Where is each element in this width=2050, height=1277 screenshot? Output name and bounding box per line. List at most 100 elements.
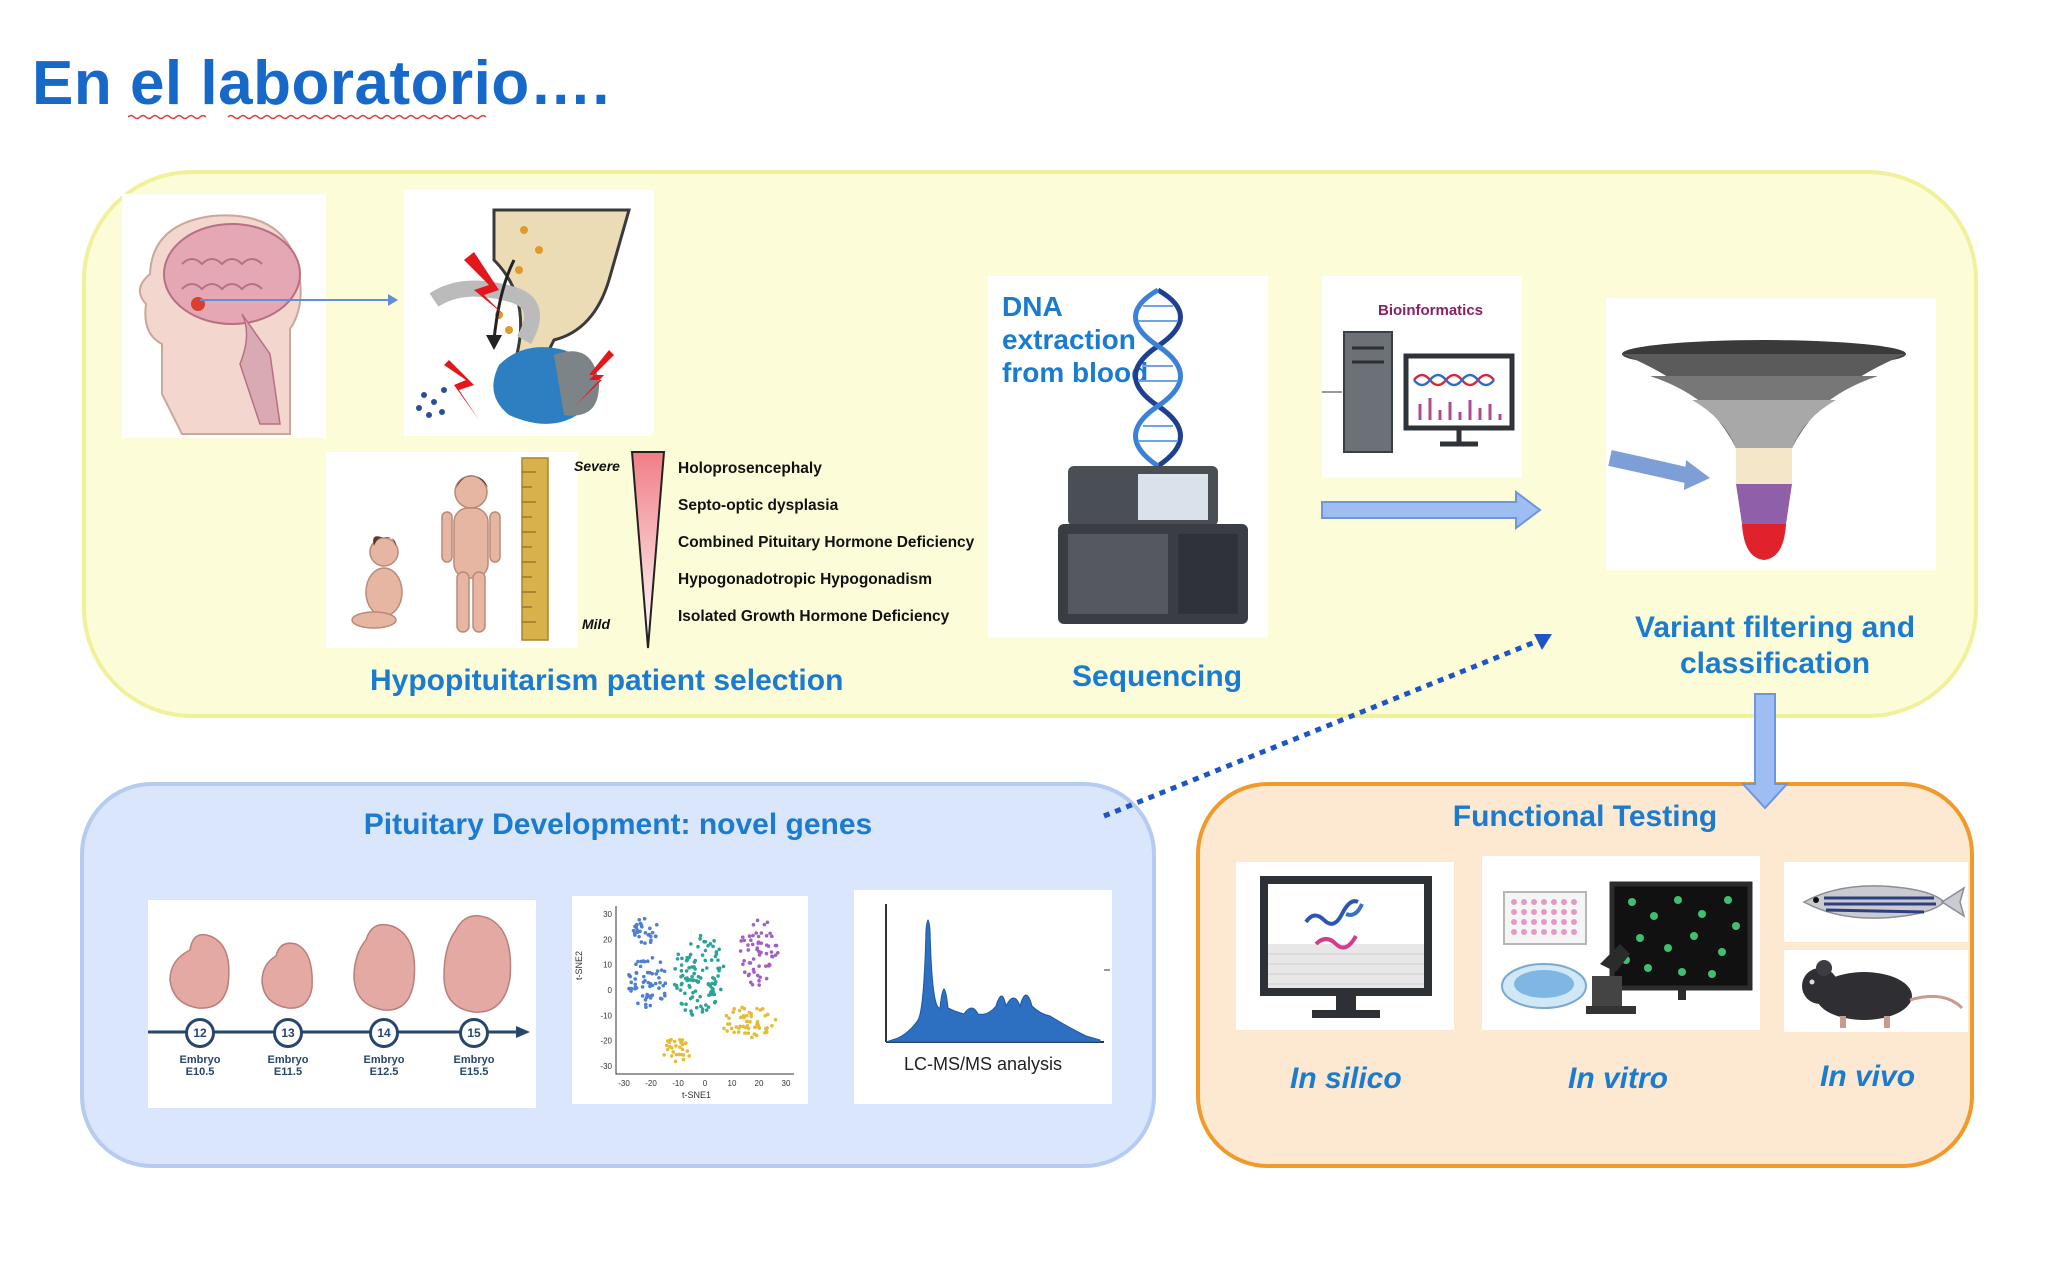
tsne-point xyxy=(643,931,648,935)
tsne-point xyxy=(767,963,772,967)
tsne-point xyxy=(636,1001,640,1006)
tsne-point xyxy=(695,998,700,1003)
embryo-stage-12: 12 Embryo E10.5 xyxy=(170,1018,230,1078)
tsne-point xyxy=(755,1006,759,1011)
tsne-point xyxy=(746,943,750,947)
tsne-point xyxy=(704,1003,708,1007)
tsne-point xyxy=(648,1003,653,1008)
tsne-y-tick-label: -20 xyxy=(600,1037,612,1046)
tsne-point xyxy=(629,986,634,991)
tsne-point xyxy=(746,973,751,978)
tsne-point xyxy=(669,1054,674,1058)
tsne-point xyxy=(738,1015,743,1020)
bioinformatics-label: Bioinformatics xyxy=(1378,302,1484,319)
tsne-point xyxy=(683,991,687,996)
tsne-point xyxy=(757,964,761,968)
workflow-arrow-right xyxy=(1321,490,1542,530)
tsne-point xyxy=(764,976,769,981)
in-vivo-label: In vivo xyxy=(1820,1060,1916,1093)
tsne-point xyxy=(762,922,767,927)
tsne-point xyxy=(671,1050,676,1054)
tsne-point xyxy=(688,978,692,982)
tsne-point xyxy=(718,987,723,992)
tsne-y-tick-label: 30 xyxy=(603,910,612,919)
tsne-point xyxy=(680,956,684,961)
tsne-point xyxy=(707,993,711,998)
tsne-point xyxy=(748,980,753,985)
tsne-point xyxy=(627,986,631,991)
tsne-point xyxy=(775,950,780,955)
tsne-point xyxy=(669,1046,674,1050)
tsne-point xyxy=(698,994,702,999)
tsne-point xyxy=(690,995,695,999)
tsne-point xyxy=(768,931,772,936)
tsne-point xyxy=(687,965,691,970)
tsne-point xyxy=(703,958,708,963)
tsne-point xyxy=(774,943,779,948)
tsne-point xyxy=(711,944,715,949)
tsne-point xyxy=(663,981,668,985)
tsne-point xyxy=(673,967,677,971)
tsne-point xyxy=(748,961,753,965)
tsne-point xyxy=(706,1005,711,1009)
tsne-point xyxy=(687,983,692,988)
tsne-point xyxy=(650,993,655,998)
slide-title: En el laboratorio…. xyxy=(32,49,610,118)
tsne-point xyxy=(716,958,720,962)
tsne-point xyxy=(658,980,662,985)
tsne-point xyxy=(694,1005,699,1010)
tsne-point xyxy=(740,935,745,939)
embryo-stage-13: 13 Embryo E11.5 xyxy=(258,1018,318,1078)
tsne-point xyxy=(737,1008,742,1013)
tsne-point xyxy=(757,949,761,954)
severity-severe-label: Severe xyxy=(574,458,620,474)
tsne-point xyxy=(743,1025,748,1030)
embryo-name: Embryo xyxy=(453,1054,495,1066)
tsne-point xyxy=(675,957,680,961)
tsne-point xyxy=(754,931,759,935)
tsne-point xyxy=(649,938,653,942)
tsne-point xyxy=(738,949,743,953)
tsne-point xyxy=(655,969,660,973)
embryo-name: Embryo xyxy=(267,1054,309,1066)
tsne-point xyxy=(635,929,640,934)
tsne-x-tick-label: 20 xyxy=(755,1079,764,1088)
tsne-point xyxy=(644,1005,648,1010)
tsne-point xyxy=(744,1013,749,1018)
tsne-point xyxy=(764,964,768,968)
in-vitro-illustration xyxy=(1482,856,1760,1030)
tsne-point xyxy=(634,962,638,967)
zebrafish-illustration xyxy=(1784,862,1968,942)
tsne-point xyxy=(643,1002,648,1007)
tsne-point xyxy=(731,1010,736,1014)
tsne-point xyxy=(685,978,690,983)
tsne-point xyxy=(726,1022,730,1026)
tsne-point xyxy=(684,969,689,973)
tsne-point xyxy=(680,1047,685,1052)
tsne-point xyxy=(644,995,649,1000)
tsne-point xyxy=(764,934,769,938)
tsne-x-tick-label: -10 xyxy=(672,1079,684,1088)
tsne-point xyxy=(633,977,638,981)
tsne-point xyxy=(744,1019,749,1024)
tsne-point xyxy=(742,1006,747,1011)
tsne-point xyxy=(692,971,697,976)
spellcheck-underline xyxy=(128,114,487,120)
tsne-point xyxy=(712,992,717,997)
tsne-point xyxy=(657,986,661,990)
stage-number-badge: 15 xyxy=(459,1018,489,1048)
tsne-point xyxy=(770,934,774,939)
tsne-point xyxy=(710,981,715,986)
tsne-point xyxy=(658,960,663,964)
tsne-point xyxy=(698,933,703,938)
tsne-point xyxy=(721,964,726,969)
tsne-point xyxy=(773,1017,778,1022)
embryo-stage-14: 14 Embryo E12.5 xyxy=(354,1018,414,1078)
tsne-point xyxy=(691,990,695,995)
tsne-point xyxy=(757,1026,762,1030)
tsne-point xyxy=(727,1016,731,1020)
tsne-point xyxy=(749,938,753,943)
dna-extraction-text: DNA extraction from blood xyxy=(1002,291,1149,388)
tsne-point xyxy=(641,980,646,985)
